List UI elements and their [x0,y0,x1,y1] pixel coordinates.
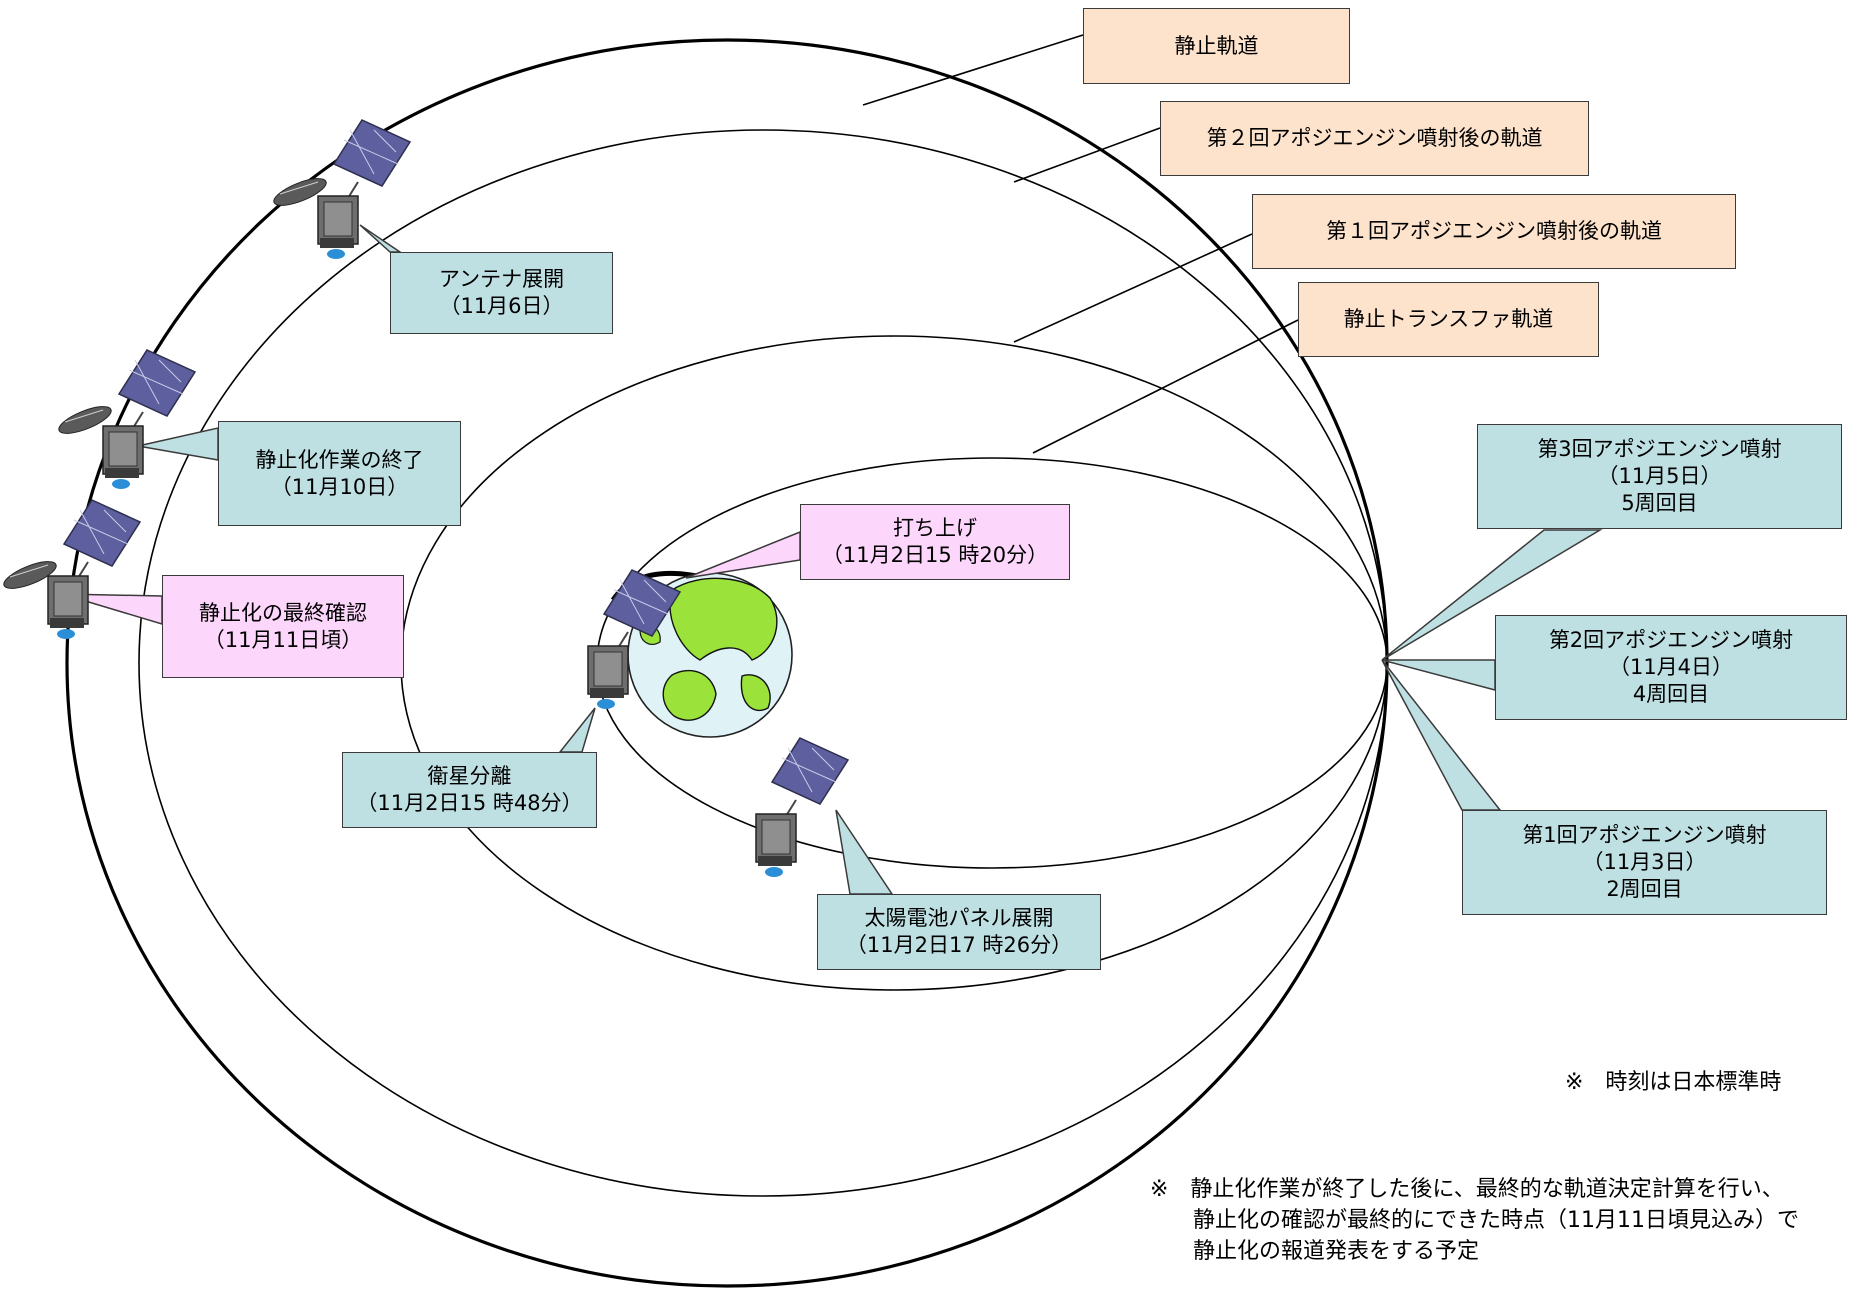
after-apogee-2-leader-line [1013,127,1161,183]
footnote-line-2: 静止化の確認が最終的にできた時点（11月11日頃見込み）で [1193,1208,1799,1233]
geo-leader-line [862,34,1084,106]
callout-launch: 打ち上げ （11月2日15 時20分） [800,504,1070,580]
label-geostationary-orbit: 静止軌道 [1083,8,1350,84]
callout-apogee-burn-2: 第2回アポジエンジン噴射 （11月4日） 4周回目 [1495,615,1847,720]
label-geostationary-transfer-orbit: 静止トランスファ軌道 [1298,282,1599,357]
callout-revolution: 2周回目 [1606,877,1683,901]
callout-title: 太陽電池パネル展開 [864,906,1054,930]
callout-title: アンテナ展開 [438,267,565,291]
earth-icon [627,572,793,738]
after-apogee-2-label-text: 第２回アポジエンジン噴射後の軌道 [1206,126,1543,150]
callout-date: （11月5日） [1597,464,1722,488]
orbit-after-apogee-1 [400,335,1388,991]
satellite-icon [55,349,196,490]
satellite-icon [755,737,849,878]
gto-label-text: 静止トランスファ軌道 [1343,307,1554,331]
callout-station-keeping-end: 静止化作業の終了 （11月10日） [218,421,461,526]
callout-antenna-deployment: アンテナ展開 （11月6日） [390,252,613,334]
callout-date: （11月4日） [1608,655,1734,679]
callout-solar-panel-deployment: 太陽電池パネル展開 （11月2日17 時26分） [817,894,1101,970]
label-orbit-after-apogee-1: 第１回アポジエンジン噴射後の軌道 [1252,194,1736,269]
satellite-icon [270,119,411,260]
callout-apogee-burn-3: 第3回アポジエンジン噴射 （11月5日） 5周回目 [1477,424,1842,529]
footnote-line-3: 静止化の報道発表をする予定 [1193,1239,1480,1264]
label-orbit-after-apogee-2: 第２回アポジエンジン噴射後の軌道 [1160,101,1589,176]
after-apogee-1-leader-line [1013,233,1253,343]
gto-leader-line [1032,319,1299,454]
callout-final-confirmation: 静止化の最終確認 （11月11日頃） [162,575,404,678]
callout-revolution: 4周回目 [1632,682,1710,706]
callout-title: 静止化の最終確認 [199,600,367,625]
callout-date: （11月2日15 時20分） [821,543,1049,567]
satellite-icon [0,499,141,640]
geo-label-text: 静止軌道 [1174,33,1259,58]
callout-title: 静止化作業の終了 [255,447,424,472]
after-apogee-1-label-text: 第１回アポジエンジン噴射後の軌道 [1326,219,1662,243]
callout-date: （11月3日） [1582,850,1707,874]
callout-title: 第3回アポジエンジン噴射 [1537,437,1782,461]
callout-date: （11月2日17 時26分） [845,933,1073,957]
callout-revolution: 5周回目 [1621,491,1698,515]
callout-date: （11月11日頃） [203,627,363,652]
time-zone-note: ※ 時刻は日本標準時 [1565,1070,1782,1095]
callout-apogee-burn-1: 第1回アポジエンジン噴射 （11月3日） 2周回目 [1462,810,1827,915]
callout-date: （11月6日） [439,294,564,318]
callout-satellite-separation: 衛星分離 （11月2日15 時48分） [342,752,597,828]
callout-title: 第1回アポジエンジン噴射 [1522,823,1767,847]
callout-date: （11月2日15 時48分） [356,791,583,815]
callout-title: 衛星分離 [427,764,512,788]
callout-title: 第2回アポジエンジン噴射 [1548,628,1794,652]
callout-title: 打ち上げ [893,516,977,540]
callout-date: （11月10日） [270,474,409,499]
footnote-line-1: ※ 静止化作業が終了した後に、最終的な軌道決定計算を行い、 [1150,1177,1784,1202]
